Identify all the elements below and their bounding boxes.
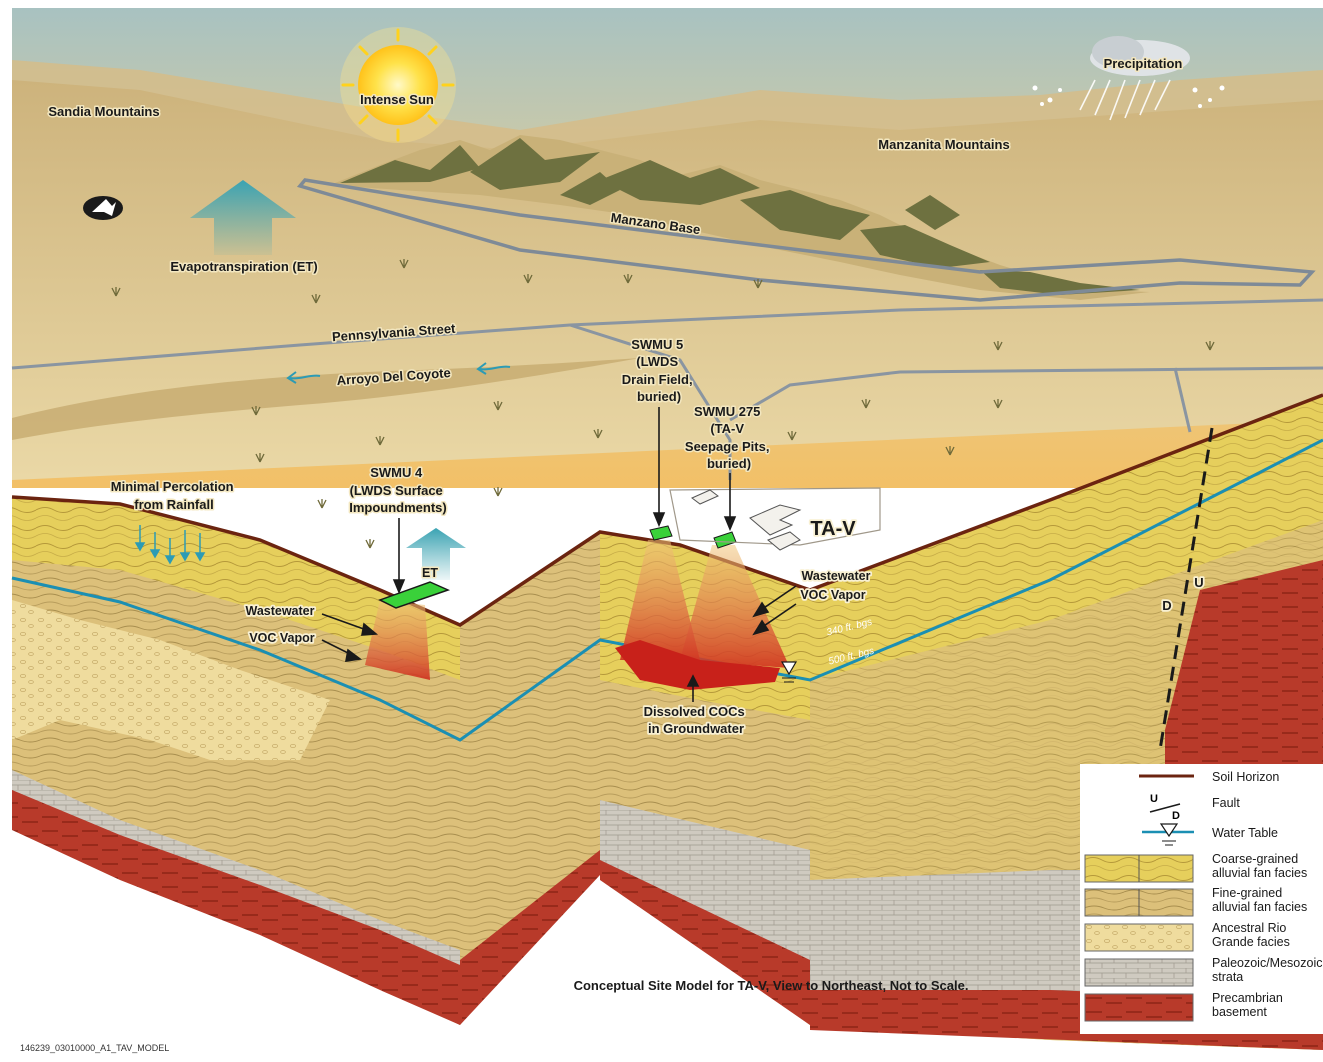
- legend-label: Soil Horizon: [1212, 770, 1280, 784]
- arroyo-del-coyote: [12, 358, 640, 440]
- minimal-percolation-label: Minimal Percolation from Rainfall: [111, 479, 237, 512]
- wastewater-left-label: Wastewater: [245, 604, 314, 618]
- soil-horizon-symbol: [1084, 766, 1194, 796]
- legend-swatch: [1084, 993, 1194, 1023]
- water-table-legend-icon: [1084, 822, 1194, 852]
- north-arrow-icon: [83, 196, 123, 220]
- road-spur: [1173, 367, 1192, 433]
- soil-horizon-line: [11, 393, 1323, 627]
- svg-text:D: D: [1172, 810, 1180, 820]
- legend-item: Soil Horizon: [1080, 764, 1323, 798]
- legend-item: Water Table: [1080, 820, 1323, 854]
- road-to-tav: [569, 323, 732, 480]
- swmu4-impoundment: [378, 581, 451, 609]
- plume-swmu275: [680, 545, 790, 668]
- manzanita-mountains-label: Manzanita Mountains: [878, 137, 1009, 152]
- swmu4-label: SWMU 4 (LWDS Surface Impoundments): [349, 465, 447, 515]
- voc-vapor-left-label: VOC Vapor: [249, 631, 314, 645]
- evapotranspiration-label: Evapotranspiration (ET): [170, 259, 317, 274]
- legend-label: Water Table: [1212, 826, 1279, 840]
- fault-d-label: D: [1162, 598, 1171, 613]
- plume-swmu4: [365, 600, 430, 680]
- evapotranspiration-arrow: [190, 180, 296, 255]
- dissolved-cocs-label: Dissolved COCs in Groundwater: [644, 704, 749, 736]
- et-label: ET: [422, 566, 438, 580]
- manzanita-mountains: [330, 135, 1150, 300]
- et-small-arrow: [406, 528, 466, 580]
- swmu5-label: SWMU 5 (LWDS Drain Field, buried): [622, 337, 696, 404]
- svg-text:U: U: [1150, 793, 1158, 805]
- percolation-arrows: [134, 525, 206, 565]
- road-east: [729, 366, 1323, 422]
- desert-shrubs: [111, 259, 1215, 549]
- voc-vapor-right-label: VOC Vapor: [800, 588, 865, 602]
- wastewater-right-label: Wastewater: [801, 569, 870, 583]
- groundwater-plume: [615, 640, 780, 690]
- swmu5-drain-field: [649, 525, 673, 541]
- figure-id: 146239_03010000_A1_TAV_MODEL: [20, 1043, 170, 1053]
- tav-facility: [669, 487, 881, 551]
- arroyo-flow-arrows: [286, 362, 511, 384]
- water-table-line: [11, 438, 1323, 742]
- legend-swatch: [1084, 923, 1194, 953]
- legend-swatch: [1084, 958, 1194, 988]
- manzano-base-road: [296, 178, 1316, 302]
- intense-sun-label: Intense Sun: [360, 92, 434, 107]
- fault-u-label: U: [1194, 575, 1203, 590]
- legend-swatch: [1084, 888, 1194, 918]
- water-table-symbol: [780, 661, 798, 683]
- legend-label: Fault: [1212, 796, 1240, 810]
- sun-icon: [340, 27, 456, 143]
- fault-line: [1158, 427, 1214, 751]
- caption: Conceptual Site Model for TA-V, View to …: [574, 978, 969, 993]
- rain-cloud-icon: [1032, 36, 1225, 121]
- precipitation-label: Precipitation: [1104, 56, 1183, 71]
- tav-label: TA-V: [810, 518, 856, 540]
- legend-swatch: [1084, 854, 1194, 884]
- swmu275-label: SWMU 275 (TA-V Seepage Pits, buried): [685, 404, 773, 471]
- plume-swmu5: [620, 540, 700, 660]
- mesa-plain: [12, 80, 1323, 480]
- callout-arrows: [321, 407, 797, 702]
- sandia-mountains-label: Sandia Mountains: [48, 104, 159, 119]
